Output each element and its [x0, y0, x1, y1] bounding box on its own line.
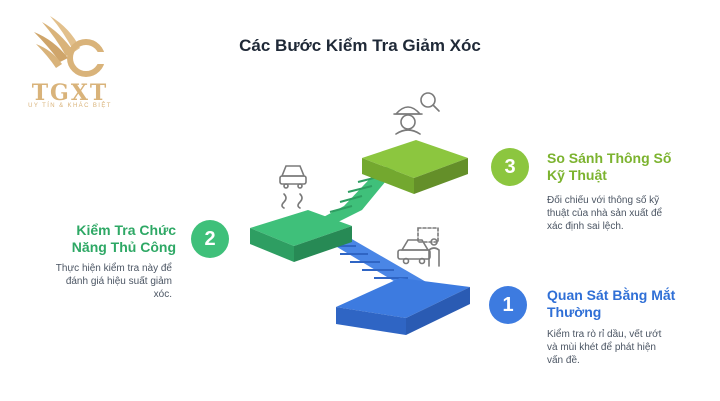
platform-step-3	[362, 140, 468, 194]
logo-tagline: UY TÍN & KHÁC BIỆT	[28, 103, 112, 109]
step-1-number: 1	[502, 293, 514, 316]
page-title: Các Bước Kiểm Tra Giảm Xóc	[239, 36, 481, 55]
step-3-badge: 3	[491, 148, 529, 186]
engineer-search-icon	[393, 92, 440, 135]
step-1-badge: 1	[489, 286, 527, 324]
logo-name: TGXT	[31, 80, 109, 106]
step-3-title: So Sánh Thông Số Kỹ Thuật	[547, 150, 672, 183]
step-3-description: Đối chiếu với thông số kỹ thuật của nhà …	[547, 195, 663, 232]
step-3-number: 3	[504, 155, 516, 178]
step-2-title: Kiểm Tra Chức Năng Thủ Công	[71, 222, 176, 255]
platform-step-2	[250, 210, 352, 262]
step-2-description: Thực hiện kiểm tra này để đánh giá hiệu …	[55, 263, 172, 300]
tgxt-logo-icon	[34, 16, 106, 77]
step-2-badge: 2	[191, 220, 229, 258]
step-2-number: 2	[204, 227, 216, 250]
platform-step-1	[336, 278, 470, 335]
car-person-icon	[397, 227, 440, 267]
step-1-description: Kiểm tra rò rỉ dầu, vết ướt và mùi khét …	[547, 329, 662, 366]
car-road-icon	[279, 165, 307, 209]
step-1-title: Quan Sát Bằng Mắt Thường	[547, 287, 676, 320]
